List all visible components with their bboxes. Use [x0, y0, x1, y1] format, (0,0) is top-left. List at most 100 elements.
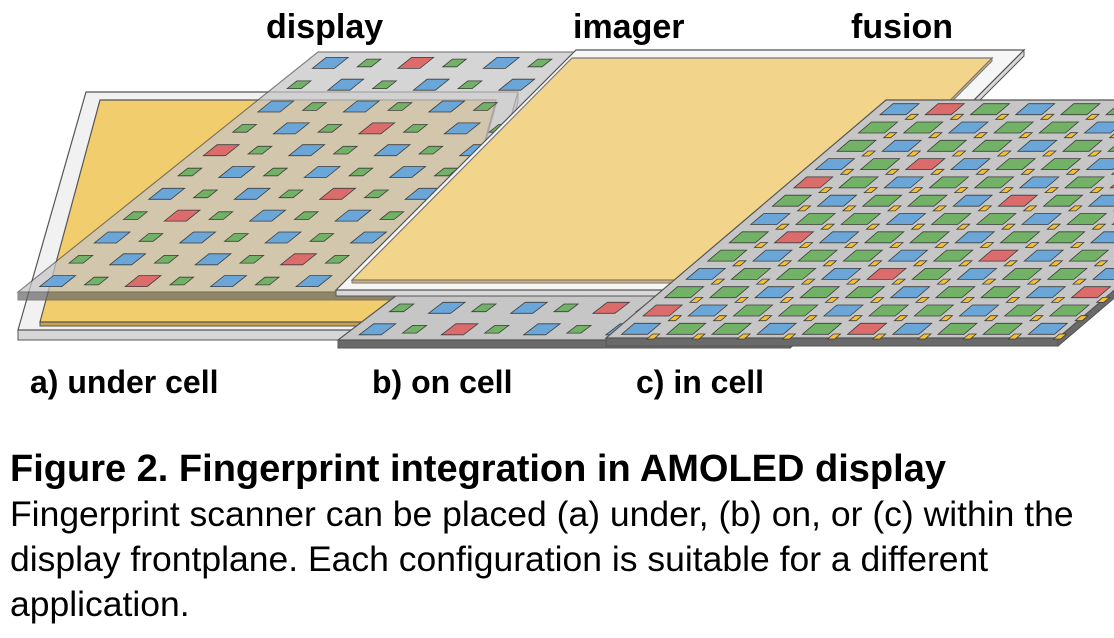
display-pixel	[1003, 304, 1045, 317]
sensor-pixel	[869, 296, 885, 303]
display-pixel	[911, 267, 953, 280]
caption-title: Figure 2. Fingerprint integration in AMO…	[10, 448, 946, 490]
display-pixel	[386, 102, 413, 111]
sensor-pixel	[1108, 133, 1114, 139]
sensor-pixel	[910, 223, 926, 230]
display-pixel	[262, 167, 289, 177]
sensor-pixel	[1091, 223, 1107, 230]
sensor-pixel	[867, 260, 883, 267]
display-pixel	[1070, 286, 1112, 299]
sensor-pixel	[949, 113, 965, 120]
display-pixel	[687, 304, 729, 317]
display-pixel	[1089, 231, 1114, 244]
display-pixel	[835, 139, 877, 152]
display-pixel	[378, 211, 405, 220]
display-pixel	[308, 233, 335, 242]
display-pixel	[456, 80, 483, 89]
display-pixel	[192, 189, 219, 199]
display-pixel	[863, 231, 905, 244]
display-pixel	[153, 254, 180, 264]
sensor-pixel	[882, 132, 898, 139]
display-pixel	[591, 301, 631, 314]
display-pixel	[993, 121, 1035, 134]
sensor-pixel	[712, 315, 728, 322]
display-pixel	[730, 267, 772, 280]
display-pixel	[879, 103, 921, 116]
display-pixel	[427, 301, 467, 314]
display-pixel	[209, 275, 248, 288]
display-pixel	[814, 158, 856, 171]
display-pixel	[902, 121, 944, 134]
sensor-pixel	[1028, 315, 1044, 322]
sensor-pixel	[1044, 187, 1060, 194]
display-pixel	[975, 213, 1017, 225]
display-pixel	[999, 231, 1041, 244]
display-pixel	[334, 209, 373, 222]
sensor-pixel	[777, 260, 793, 267]
sensor-pixel	[848, 315, 864, 322]
sensor-pixel	[781, 333, 797, 340]
sensor-pixel	[981, 278, 997, 285]
sensor-pixel	[994, 113, 1010, 120]
display-pixel	[357, 122, 396, 135]
display-pixel	[1023, 249, 1065, 262]
sensor-pixel	[893, 315, 909, 322]
sensor-pixel	[1067, 205, 1083, 212]
display-pixel	[857, 121, 899, 134]
display-pixel	[775, 267, 817, 280]
display-pixel	[279, 253, 318, 266]
sensor-pixel	[1046, 223, 1062, 230]
sensor-pixel	[1048, 260, 1064, 267]
display-pixel	[861, 194, 903, 207]
display-pixel	[440, 323, 480, 336]
sensor-pixel	[1039, 113, 1055, 120]
display-pixel	[924, 103, 966, 116]
fusion-plate-side	[1057, 289, 1114, 348]
display-pixel	[412, 78, 451, 91]
display-pixel	[401, 324, 428, 334]
display-pixel	[838, 176, 880, 189]
sensor-pixel	[975, 168, 991, 175]
display-pixel	[248, 209, 287, 222]
display-pixel	[373, 144, 412, 157]
sensor-pixel	[904, 113, 920, 120]
display-pixel	[342, 100, 381, 113]
display-pixel	[1014, 103, 1056, 116]
sensor-pixel	[934, 242, 950, 248]
sensor-pixel	[960, 296, 976, 303]
sensor-pixel	[820, 223, 836, 230]
display-pixel	[1001, 267, 1043, 280]
display-pixel	[1066, 213, 1108, 225]
sensor-pixel	[753, 242, 769, 248]
display-pixel	[891, 322, 933, 335]
sensor-pixel	[800, 278, 816, 285]
sensor-pixel	[1050, 296, 1066, 303]
sensor-pixel	[1024, 242, 1040, 248]
header-display: display	[266, 8, 384, 46]
display-pixel	[482, 57, 521, 69]
sensor-pixel	[863, 187, 879, 194]
sensor-pixel	[757, 315, 773, 322]
display-pixel	[137, 233, 164, 242]
display-pixel	[178, 231, 217, 244]
sensor-pixel	[912, 260, 928, 267]
display-pixel	[708, 286, 750, 299]
display-pixel	[522, 323, 562, 336]
sensor-pixel	[826, 333, 842, 340]
integration-diagram	[16, 48, 1114, 350]
sensor-pixel	[736, 333, 752, 340]
display-pixel	[1025, 286, 1067, 299]
display-pixel	[108, 253, 147, 266]
display-pixel	[1091, 267, 1114, 280]
display-pixel	[913, 304, 955, 317]
display-pixel	[794, 213, 837, 225]
display-pixel	[1068, 249, 1110, 262]
sensor-pixel	[841, 205, 857, 212]
display-pixel	[1020, 213, 1063, 225]
sensor-pixel	[996, 150, 1012, 157]
display-pixel	[932, 249, 974, 262]
sensor-pixel	[1085, 113, 1101, 120]
display-pixel	[1040, 158, 1082, 171]
display-pixel	[1027, 322, 1069, 335]
sensor-pixel	[779, 296, 795, 303]
